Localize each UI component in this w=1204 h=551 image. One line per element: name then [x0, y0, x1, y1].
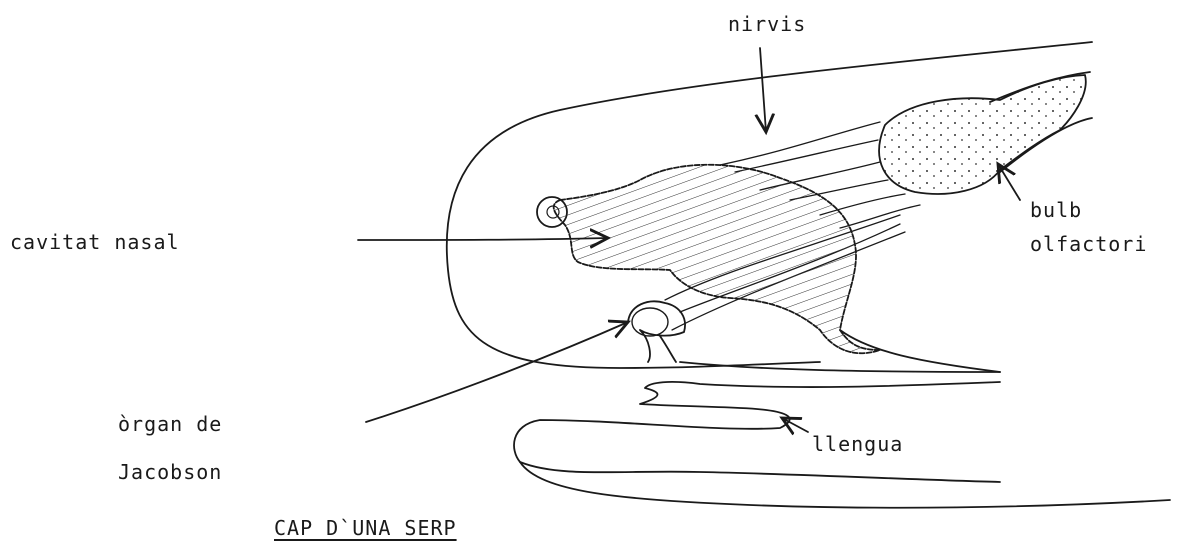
label-organ-de: òrgan de	[118, 412, 222, 436]
organ-arrow	[366, 322, 628, 422]
label-jacobson: Jacobson	[118, 460, 222, 484]
label-bulb: bulb	[1030, 198, 1082, 222]
label-olfactori: olfactori	[1030, 232, 1147, 256]
upper-jaw-line	[680, 362, 1000, 372]
tongue	[514, 382, 1000, 482]
olfactory-bulb	[879, 75, 1086, 194]
nasal-cavity	[554, 165, 880, 353]
nervis-arrow	[760, 48, 766, 132]
bulb-arrow	[998, 164, 1020, 200]
label-cavitat-nasal: cavitat nasal	[10, 230, 180, 254]
lower-jaw	[520, 462, 1170, 508]
diagram-title: CAP D`UNA SERP	[274, 516, 457, 540]
label-nervis: nirvis	[728, 12, 806, 36]
label-llengua: llengua	[812, 432, 903, 456]
